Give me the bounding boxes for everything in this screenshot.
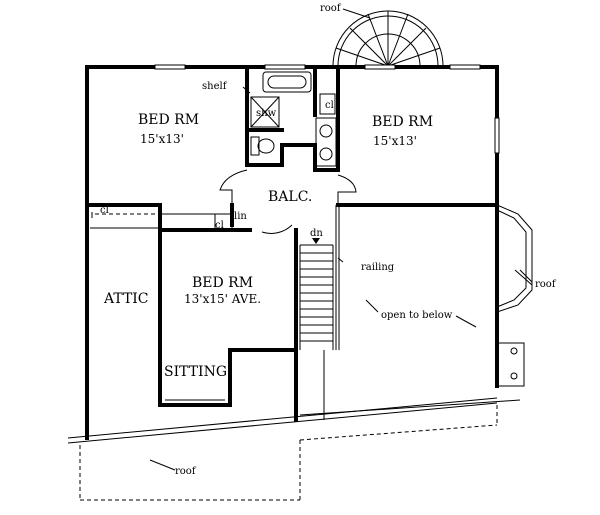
bed2-size: 15'x13' bbox=[373, 134, 417, 148]
label-open-below: open to below bbox=[381, 310, 453, 321]
label-sitting: SITTING bbox=[164, 364, 227, 380]
bed1-name: BED RM bbox=[138, 112, 199, 128]
bed1-size: 15'x13' bbox=[140, 132, 184, 146]
label-railing: railing bbox=[361, 262, 395, 273]
bed2-name: BED RM bbox=[372, 114, 433, 130]
label-attic: ATTIC bbox=[103, 291, 149, 307]
label-closet-upper: cl bbox=[325, 100, 334, 111]
bed3-name: BED RM bbox=[192, 275, 253, 291]
bed3-size: 13'x15' AVE. bbox=[184, 292, 261, 306]
label-roof-bottom: roof bbox=[175, 466, 197, 477]
label-linen: lin bbox=[234, 211, 247, 222]
label-stair-dn: dn bbox=[310, 228, 323, 239]
label-roof-top: roof bbox=[320, 3, 342, 14]
label-roof-right: roof bbox=[535, 279, 557, 290]
label-balcony: BALC. bbox=[268, 189, 312, 205]
bedroom3-walls bbox=[158, 228, 298, 422]
label-closet-left: cl bbox=[100, 205, 109, 216]
roof-bottom bbox=[67, 397, 521, 501]
roof-dome bbox=[332, 10, 444, 67]
label-shelf: shelf bbox=[202, 81, 228, 92]
bathroom bbox=[245, 65, 340, 172]
label-shower: shw bbox=[256, 108, 277, 119]
roof-leader-top bbox=[342, 8, 371, 19]
leaders bbox=[149, 86, 533, 471]
windows bbox=[154, 64, 500, 154]
label-closet-mid: cl bbox=[215, 220, 224, 231]
stairs bbox=[299, 205, 340, 420]
right-bay bbox=[496, 204, 533, 387]
